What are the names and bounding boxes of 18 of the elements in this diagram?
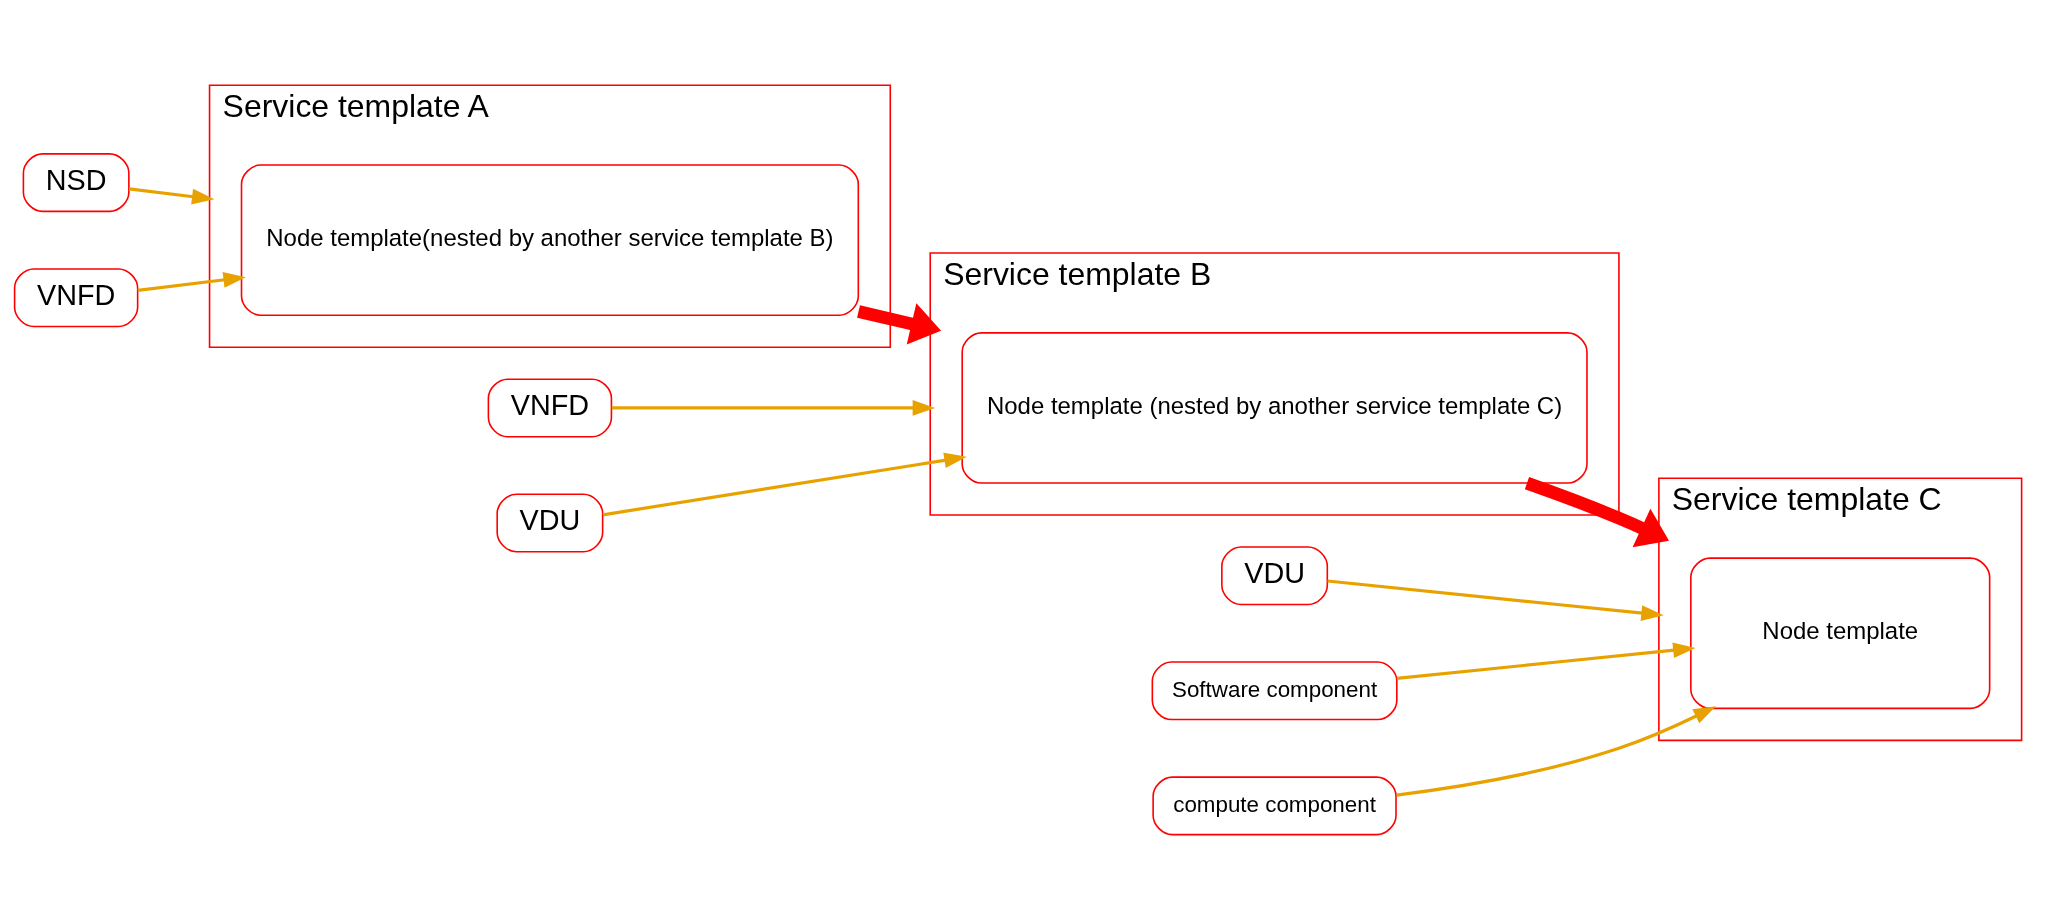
node-box: Node template(nested by another service template B) (240, 164, 860, 317)
arrow (1327, 579, 1664, 621)
node-box: VNFD (13, 268, 139, 328)
arrow (857, 303, 942, 345)
node-box: Node template (nested by another service template C) (961, 332, 1588, 484)
node-box: VDU (496, 493, 604, 553)
node-box: VNFD (487, 378, 613, 438)
node-box: compute component (1152, 776, 1397, 836)
arrow (602, 452, 967, 517)
arrow (611, 400, 936, 416)
arrow (1396, 706, 1716, 797)
node-box: VDU (1221, 546, 1329, 606)
arrow (128, 187, 215, 205)
node-box: NSD (22, 153, 130, 213)
node-box: Node template (1690, 557, 1991, 710)
arrow (137, 272, 246, 292)
node-box: Software component (1151, 661, 1398, 721)
arrow (1396, 642, 1696, 681)
